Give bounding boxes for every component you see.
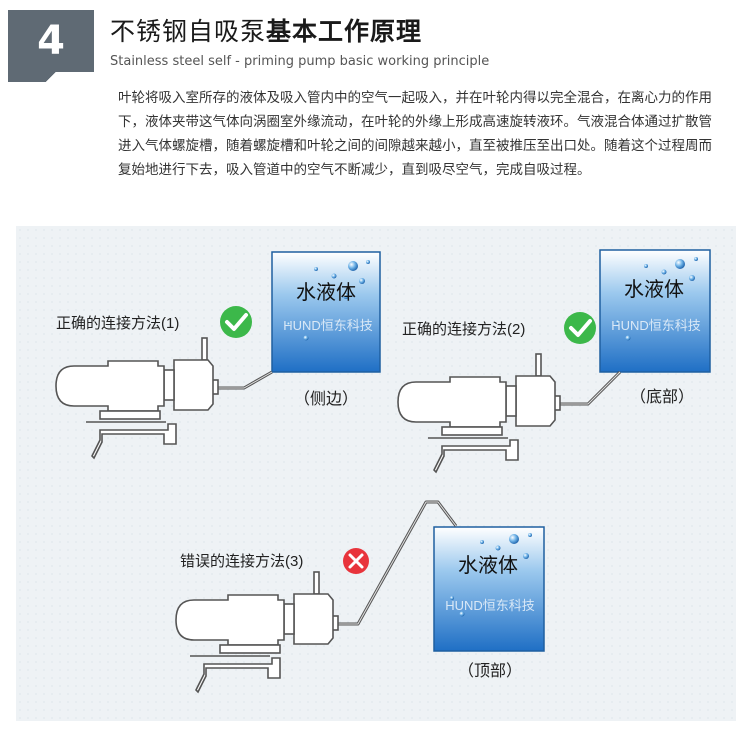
watermark-1: HUND恒东科技: [283, 318, 373, 333]
pipe-1: [218, 370, 273, 390]
diagram-1-position: （侧边）: [294, 390, 358, 408]
cross-circle-icon: [343, 548, 369, 574]
page-title: 不锈钢自吸泵基本工作原理: [110, 12, 489, 48]
watermark-2: HUND恒东科技: [611, 318, 701, 333]
diagram-3-position: （顶部）: [458, 662, 522, 680]
pump-2: [397, 353, 561, 474]
description-paragraph: 叶轮将吸入室所存的液体及吸入管内中的空气一起吸入，并在叶轮内得以完全混合，在离心…: [118, 90, 712, 178]
tank-2: 水液体 HUND恒东科技: [599, 249, 711, 373]
connection-diagrams: 正确的连接方法(1) 水液体 HUND恒东科技 （侧边）: [55, 249, 711, 694]
page-subtitle: Stainless steel self - priming pump basi…: [110, 54, 490, 69]
tank-3: 水液体 HUND恒东科技: [433, 526, 545, 652]
check-circle-icon: [220, 306, 252, 338]
diagram-2: 正确的连接方法(2) 水液体 HUND恒东科技 （底部）: [397, 249, 711, 474]
watermark-3: HUND恒东科技: [445, 598, 535, 613]
tank-3-text: 水液体: [458, 554, 518, 577]
section-number: 4: [37, 18, 65, 64]
tank-2-text: 水液体: [624, 278, 684, 301]
tank-1: 水液体 HUND恒东科技: [271, 251, 381, 373]
title-bold: 基本工作原理: [266, 17, 423, 46]
pump-1: [55, 337, 219, 460]
diagram-2-label: 正确的连接方法(2): [402, 321, 525, 338]
section-header: 4 不锈钢自吸泵基本工作原理 Stainless steel self - pr…: [0, 0, 750, 90]
diagram-2-position: （底部）: [630, 388, 694, 406]
diagram-3-label: 错误的连接方法(3): [180, 553, 303, 570]
diagram-panel: 正确的连接方法(1) 水液体 HUND恒东科技 （侧边）: [16, 226, 736, 721]
section-number-block: 4: [8, 10, 94, 82]
diagram-3: 错误的连接方法(3) 水液体 HUND恒东科技 （顶部）: [175, 500, 545, 694]
check-circle-icon: [564, 312, 596, 344]
pump-3: [175, 571, 339, 694]
diagram-1-label: 正确的连接方法(1): [56, 315, 179, 332]
tank-1-text: 水液体: [296, 281, 356, 304]
diagram-1: 正确的连接方法(1) 水液体 HUND恒东科技 （侧边）: [55, 251, 381, 460]
title-regular: 不锈钢自吸泵: [110, 17, 267, 46]
title-group: 不锈钢自吸泵基本工作原理 Stainless steel self - prim…: [110, 12, 489, 69]
pipe-2: [560, 370, 622, 406]
